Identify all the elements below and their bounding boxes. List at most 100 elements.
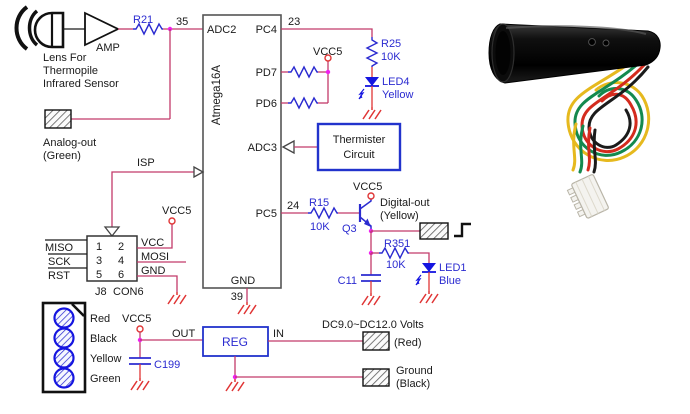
sensor-tube [488,23,661,84]
con6-vcc-label: VCC [141,237,164,249]
cable-loop [566,58,651,174]
led4: LED4 Yellow [358,76,413,101]
r21-label: R21 [133,14,153,26]
legend-green: Green [90,373,121,385]
con6-pin-4: 4 [118,255,124,267]
pin-pc4: PC4 [256,24,277,36]
isp-wire [111,171,194,227]
pulse-edge-icon [454,222,471,238]
legend-pin [53,347,75,369]
pd6-pullup [281,97,328,109]
legend-black: Black [90,333,117,345]
ground-symbol [130,377,150,391]
led1-label: LED1 [439,262,467,274]
thermistor-label-1: Thermister [333,134,386,146]
vcc5-label-top: VCC5 [313,46,342,58]
pin-pd6: PD6 [256,98,277,110]
r351-value: 10K [386,259,406,271]
thermistor-label-2: Circuit [343,149,374,161]
mcu-body [202,14,282,289]
mcu-name: Atmega16A [211,65,223,125]
vcc5-label-reg: VCC5 [122,313,151,325]
led4-label: LED4 [382,76,410,88]
ground-symbol [225,378,245,392]
resistor-r15: R15 10K [307,197,339,233]
isp-label: ISP [137,157,155,169]
pin-pc5: PC5 [256,208,277,220]
ground-symbol [237,301,257,315]
amp-triangle [84,11,121,47]
c199-label: C199 [154,359,180,371]
pin-adc2: ADC2 [207,24,236,36]
pin-23-number: 23 [288,16,300,28]
pin-pd7: PD7 [256,67,277,79]
transistor-q3: Q3 [342,199,372,235]
digital-out-pad: Digital-out (Yellow) [380,197,471,240]
led1-color: Blue [439,275,461,287]
pin-gnd: GND [231,275,256,287]
reg-in-label: IN [273,328,284,340]
legend-pin [53,367,75,389]
lens-caption-3: Infrared Sensor [43,78,119,90]
pd7-pullup [281,66,328,78]
isp-connector: 1 2 3 4 5 6 MISO SCK RST VCC MOSI GND J8… [45,224,186,298]
vcc-node [367,192,375,200]
gnd-label-1: Ground [396,365,433,377]
con6-body [86,235,138,282]
cable-connector [566,174,609,219]
adc3-arrow [281,139,295,155]
lens-caption-2: Thermopile [43,65,98,77]
con6-mosi-label: MOSI [141,251,169,263]
reg-out-label: OUT [172,328,196,340]
con6-pin-5: 5 [96,269,102,281]
r25-value: 10K [381,51,401,63]
regulator-box: REG [202,326,269,357]
ground-symbol [362,106,382,120]
con6-ref: J8 [95,286,107,298]
r15-value: 10K [310,221,330,233]
led1: LED1 Blue [415,262,467,287]
tube-hole [588,38,596,46]
vcc5-label-isp: VCC5 [162,205,191,217]
ground-symbol [419,290,439,304]
ground-symbol [167,291,187,305]
ir-sensor-symbol [14,5,65,51]
isp-arrow-right [193,165,205,179]
r15-label: R15 [309,197,329,209]
reg-label: REG [222,335,248,349]
amp: AMP [84,11,121,54]
product-photo [488,23,661,219]
resistor-r25: R25 10K [366,36,401,68]
pin-35-number: 35 [176,16,188,28]
pc4-wire [281,28,373,37]
vin-label-2: (Red) [394,337,422,349]
con6-miso-label: MISO [45,242,74,254]
amp-label: AMP [96,42,120,54]
legend-pin [53,307,75,329]
isp-arrow-down [103,226,121,238]
con6-pin-6: 6 [118,269,124,281]
thermistor-box: Thermister Circuit [316,122,402,172]
con6-gnd-label: GND [141,265,166,277]
capacitor-c199: C199 [129,357,180,378]
junction-dot [325,69,331,75]
analog-out-label-2: (Green) [43,150,81,162]
con6-pin-1: 1 [96,241,102,253]
legend-pin [53,327,75,349]
lens-caption-1: Lens For [43,52,87,64]
wire-color-legend: Red Black Yellow Green [41,301,121,394]
resistor-r21: R21 [118,14,203,35]
analog-out-label-1: Analog-out [43,137,96,149]
con6-pin-2: 2 [118,241,124,253]
c11-label: C11 [338,275,357,287]
pin-24-number: 24 [287,200,299,212]
con6-type: CON6 [113,286,144,298]
vcc-node [168,217,176,225]
r25-label: R25 [381,38,401,50]
capacitor-c11: C11 [338,253,381,293]
ground-symbol [361,292,381,306]
vin-label-1: DC9.0~DC12.0 Volts [322,319,424,331]
pin-39-number: 39 [231,291,243,303]
